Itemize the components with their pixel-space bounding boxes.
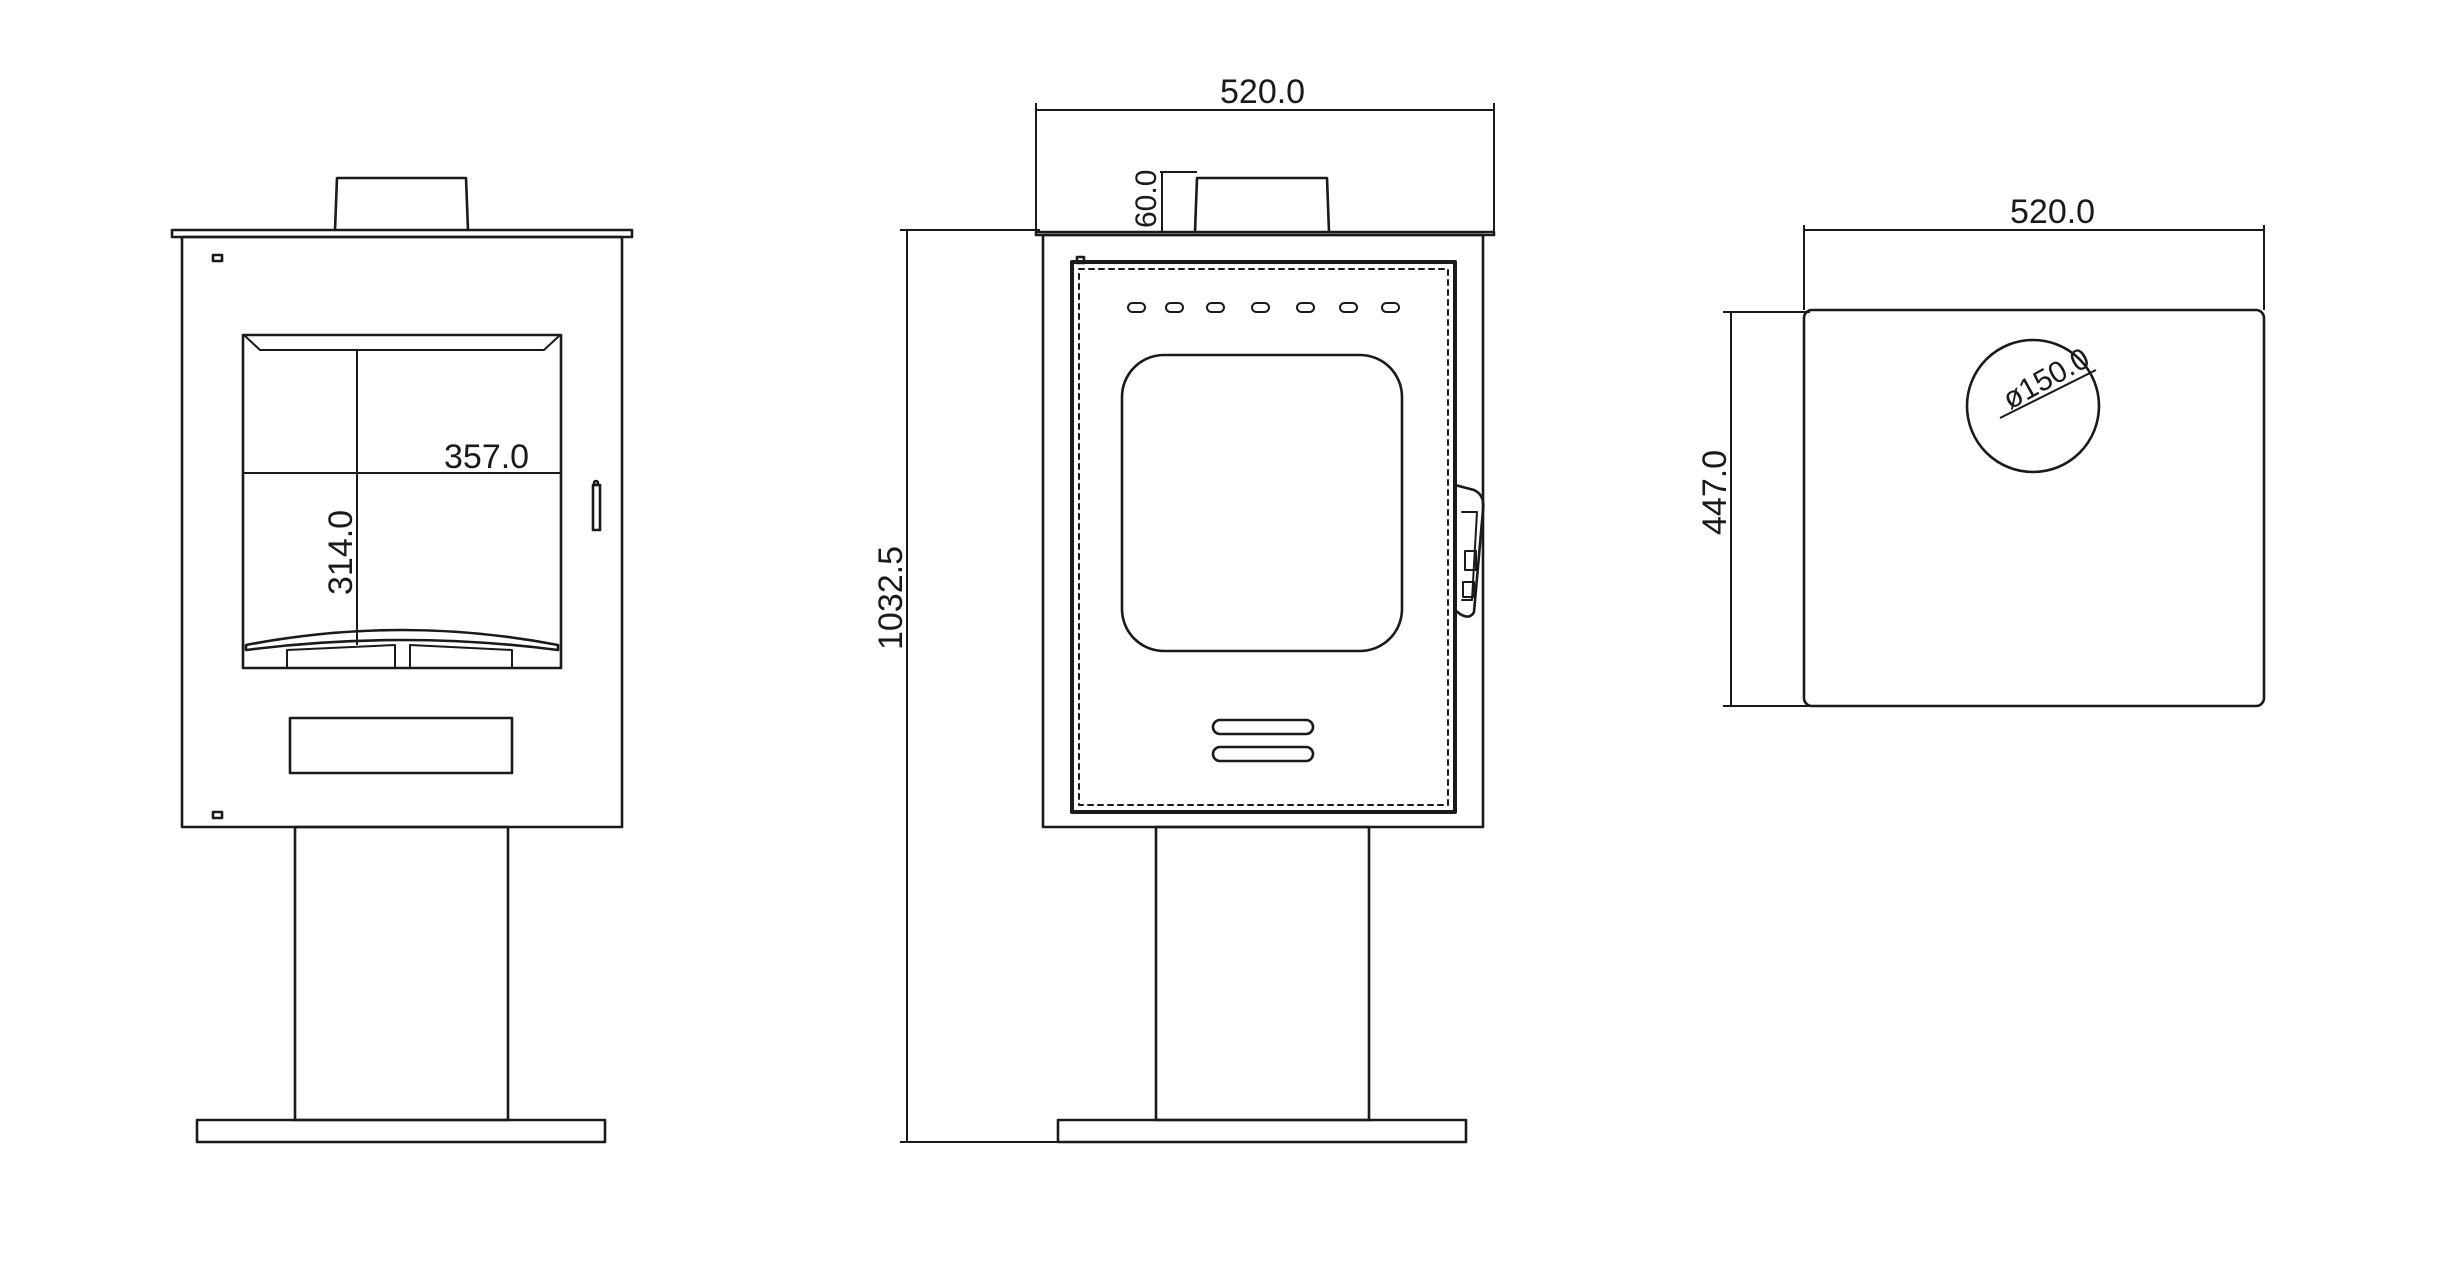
front-view: 357.0 314.0 (170, 176, 634, 1144)
firebox-grate-bars (286, 644, 513, 668)
top-width-label: 520.0 (2010, 193, 2095, 231)
height-label: 1032.5 (872, 546, 910, 650)
side-base-plate (1056, 1118, 1468, 1144)
side-view: 520.0 60.0 (872, 73, 1496, 1144)
side-pedestal (1154, 825, 1371, 1122)
firebox-top-bevel (244, 335, 560, 351)
front-ashpan (288, 716, 514, 775)
side-width-label: 520.0 (1220, 73, 1305, 111)
firebox-grate (244, 628, 560, 652)
handle-detail-2 (1462, 581, 1475, 598)
firebox-height-label: 314.0 (322, 510, 360, 595)
front-mark-top (211, 253, 224, 263)
front-base-plate (195, 1118, 607, 1144)
front-handle-pin (592, 479, 600, 487)
firebox-width-label: 357.0 (444, 438, 529, 476)
firebox-window (241, 333, 563, 670)
top-view: 520.0 447.0 ø150.0 (1696, 193, 2266, 708)
front-handle (591, 483, 602, 532)
collar-height-label: 60.0 (1130, 170, 1163, 228)
door-handle-inner (1461, 511, 1478, 601)
side-flue-collar (1193, 176, 1331, 234)
door-handle (1453, 483, 1485, 618)
top-plate-outline (1802, 308, 2266, 708)
side-body (1041, 233, 1485, 829)
door-hinge-mark (1075, 255, 1086, 265)
flue-diameter-line (1999, 369, 2097, 419)
front-mark-bottom (211, 810, 224, 820)
flue-outlet (1965, 338, 2101, 474)
front-pedestal (293, 825, 510, 1122)
air-vents-top (1127, 302, 1400, 313)
flue-diameter-label: ø150.0 (1997, 342, 2095, 416)
door-glass (1120, 353, 1404, 653)
door-frame (1070, 260, 1457, 814)
air-slot-upper (1211, 718, 1315, 736)
door-seal (1078, 268, 1449, 806)
front-flue-collar (333, 176, 470, 232)
air-slot-lower (1211, 745, 1315, 763)
handle-detail-1 (1464, 550, 1477, 571)
top-depth-label: 447.0 (1696, 450, 1734, 535)
front-body (180, 235, 624, 829)
